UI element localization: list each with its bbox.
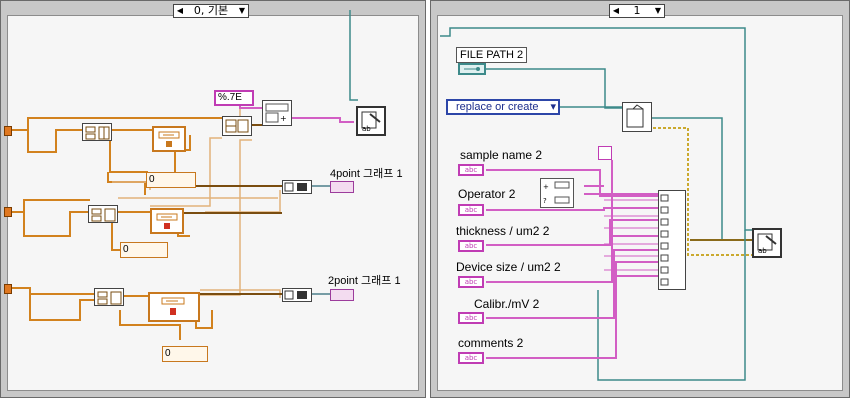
refnum-wire-left — [349, 10, 358, 101]
string-terminal-operator[interactable]: abc — [458, 204, 484, 216]
numeric-constant-1[interactable]: 0 — [146, 172, 196, 188]
tab-constant-icon[interactable] — [598, 146, 612, 160]
svg-text:ab: ab — [758, 247, 767, 255]
string-terminal-device[interactable]: abc — [458, 276, 484, 288]
array-to-spreadsheet-string[interactable] — [222, 116, 252, 136]
open-mode-enum-value: replace or create — [456, 101, 539, 113]
input-label-device: Device size / um2 2 — [456, 260, 561, 274]
shift-register-bottom[interactable] — [4, 284, 12, 294]
input-label-calibr: Calibr./mV 2 — [474, 297, 540, 311]
string-wires-right — [486, 160, 658, 359]
svg-text:+: + — [543, 183, 549, 191]
enum-dropdown-icon[interactable]: ▾ — [550, 101, 556, 113]
error-wire-right — [597, 230, 746, 381]
build-array-icon-2[interactable] — [88, 205, 118, 223]
case-selector-right-value: 1 — [633, 4, 641, 17]
string-terminal-comments[interactable]: abc — [458, 352, 484, 364]
bundle-icon-4pt[interactable] — [282, 180, 312, 194]
svg-text:+: + — [280, 114, 287, 123]
loop-subvi-1[interactable] — [152, 126, 186, 152]
case-selector-right[interactable]: ◀ 1 ▼ — [609, 4, 665, 18]
loop-subvi-2[interactable] — [150, 208, 184, 234]
path-icon[interactable] — [458, 63, 486, 75]
write-file-icon-right[interactable]: ab — [752, 228, 782, 258]
input-label-thickness: thickness / um2 2 — [456, 224, 550, 238]
case-selector-left[interactable]: ◀ 0, 기본 ▼ — [173, 4, 249, 18]
case-dropdown-icon[interactable]: ▼ — [238, 6, 246, 15]
shift-register-mid[interactable] — [4, 207, 12, 217]
input-label-comments: comments 2 — [458, 336, 524, 350]
bundle-icon-2pt[interactable] — [282, 288, 312, 302]
build-array-icon[interactable] — [82, 123, 112, 141]
graph-terminal-2pt[interactable] — [330, 289, 354, 301]
format-string-constant[interactable]: %.7E — [214, 90, 254, 106]
string-terminal-sample[interactable]: abc — [458, 164, 484, 176]
loop-subvi-3[interactable] — [148, 292, 200, 322]
graph-4pt-label: 4point 그래프 1 — [330, 168, 403, 180]
format-date-icon[interactable]: +? — [540, 178, 574, 208]
case-structure-right-body — [437, 15, 843, 391]
case-decrement-icon-right[interactable]: ◀ — [612, 6, 620, 15]
open-mode-enum[interactable]: replace or create ▾ — [446, 99, 560, 115]
input-label-sample: sample name 2 — [460, 148, 543, 162]
graph-wires-left — [312, 185, 330, 295]
graph-2pt-label: 2point 그래프 1 — [328, 275, 401, 287]
numeric-constant-2[interactable]: 0 — [120, 242, 168, 258]
string-wires-left — [239, 98, 354, 123]
file-path-label: FILE PATH 2 — [456, 47, 528, 63]
build-array-icon-3[interactable] — [94, 288, 124, 306]
svg-text:?: ? — [543, 197, 547, 205]
case-structure-right: ◀ 1 ▼ — [430, 0, 850, 398]
string-terminal-calibr[interactable]: abc — [458, 312, 484, 324]
input-label-operator: Operator 2 — [458, 187, 516, 201]
open-file-icon[interactable] — [622, 102, 652, 132]
string-terminal-thickness[interactable]: abc — [458, 240, 484, 252]
case-dropdown-icon-right[interactable]: ▼ — [654, 6, 662, 15]
case-selector-left-value: 0, 기본 — [193, 4, 229, 17]
format-into-string-icon[interactable]: + — [262, 100, 292, 126]
data-wire-right — [648, 127, 752, 256]
thin-wires-left — [112, 107, 281, 298]
format-string-text: %.7E — [218, 92, 242, 103]
case-decrement-icon[interactable]: ◀ — [176, 6, 184, 15]
numeric-wires-left — [10, 117, 226, 340]
numeric-constant-3[interactable]: 0 — [162, 346, 208, 362]
shift-register-top[interactable] — [4, 126, 12, 136]
tab-wires-right — [604, 199, 658, 271]
array-wires-left — [178, 124, 282, 295]
graph-terminal-4pt[interactable] — [330, 181, 354, 193]
write-file-icon[interactable]: ab — [356, 106, 386, 136]
concat-icon[interactable] — [658, 190, 686, 290]
svg-text:ab: ab — [362, 125, 371, 133]
